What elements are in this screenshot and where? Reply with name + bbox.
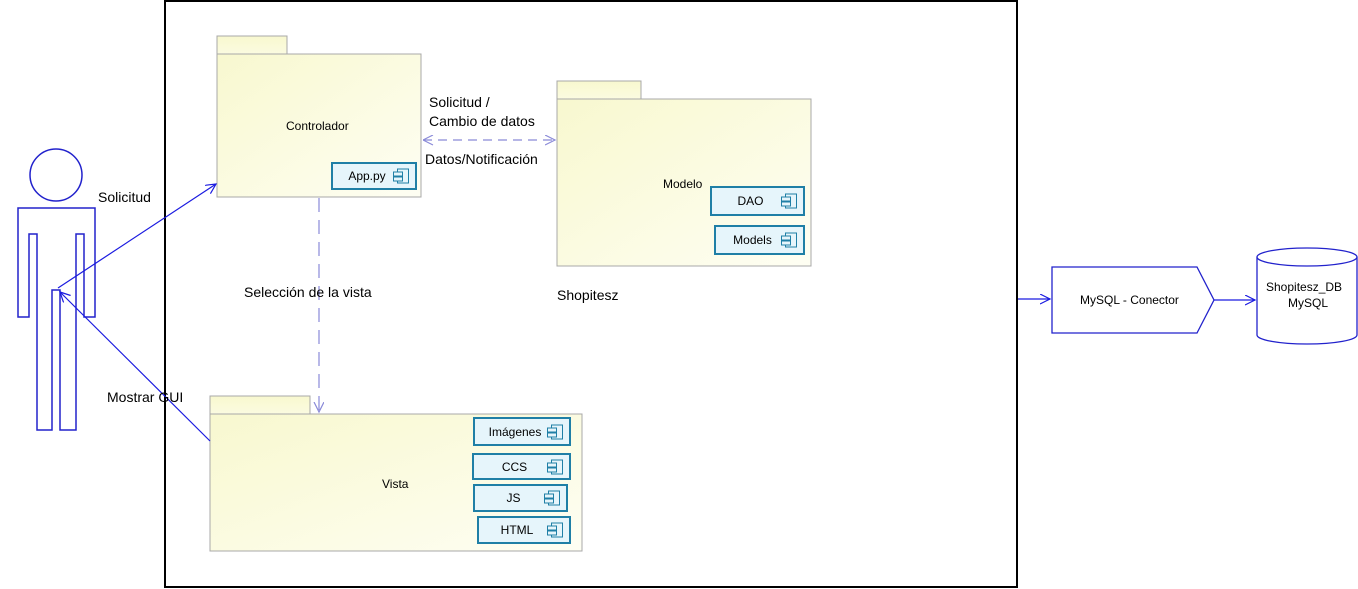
edge-mostrar-gui: [60, 292, 211, 442]
system-name: Shopitesz: [557, 287, 619, 303]
edge-label-seleccion-vista: Selección de la vista: [244, 284, 372, 300]
mysql-connector-shape[interactable]: [1051, 266, 1215, 334]
component-label: DAO: [737, 194, 764, 208]
edge-label-mostrar-gui: Mostrar GUI: [107, 389, 184, 405]
component-icon: [547, 424, 563, 439]
edge-label-solicitud-cambio-2: Cambio de datos: [429, 113, 535, 129]
component-label: CCS: [501, 459, 528, 474]
component-html[interactable]: HTML: [477, 516, 571, 544]
database-cylinder[interactable]: [1256, 247, 1358, 345]
component-icon: [781, 193, 797, 209]
edge-label-solicitud: Solicitud: [98, 189, 151, 205]
connector-label: MySQL - Conector: [1080, 293, 1179, 307]
database-name: Shopitesz_DB: [1266, 280, 1343, 294]
component-imagenes[interactable]: Imágenes: [473, 417, 571, 446]
component-app-py[interactable]: App.py: [331, 162, 417, 190]
component-icon: [547, 459, 563, 474]
component-icon: [393, 168, 409, 184]
component-label: JS: [506, 491, 521, 505]
component-label: Imágenes: [488, 424, 542, 439]
component-js[interactable]: JS: [473, 484, 568, 512]
component-icon: [544, 490, 560, 506]
edge-solicitud: [57, 184, 216, 289]
package-vista-label: Vista: [382, 477, 409, 491]
component-icon: [547, 522, 563, 538]
component-icon: [781, 232, 797, 248]
edge-label-solicitud-cambio-1: Solicitud /: [429, 94, 490, 110]
component-label: HTML: [500, 523, 534, 537]
actor-figure: [17, 148, 96, 431]
component-label: App.py: [348, 169, 386, 183]
package-modelo-label: Modelo: [663, 177, 703, 191]
edge-label-datos-notificacion: Datos/Notificación: [425, 151, 538, 167]
system-boundary: [164, 0, 1018, 588]
component-dao[interactable]: DAO: [710, 186, 805, 216]
database-type: MySQL: [1288, 296, 1329, 310]
package-controlador-label: Controlador: [286, 119, 349, 133]
component-label: Models: [733, 233, 772, 247]
component-models[interactable]: Models: [714, 225, 805, 255]
component-ccs[interactable]: CCS: [472, 453, 571, 480]
